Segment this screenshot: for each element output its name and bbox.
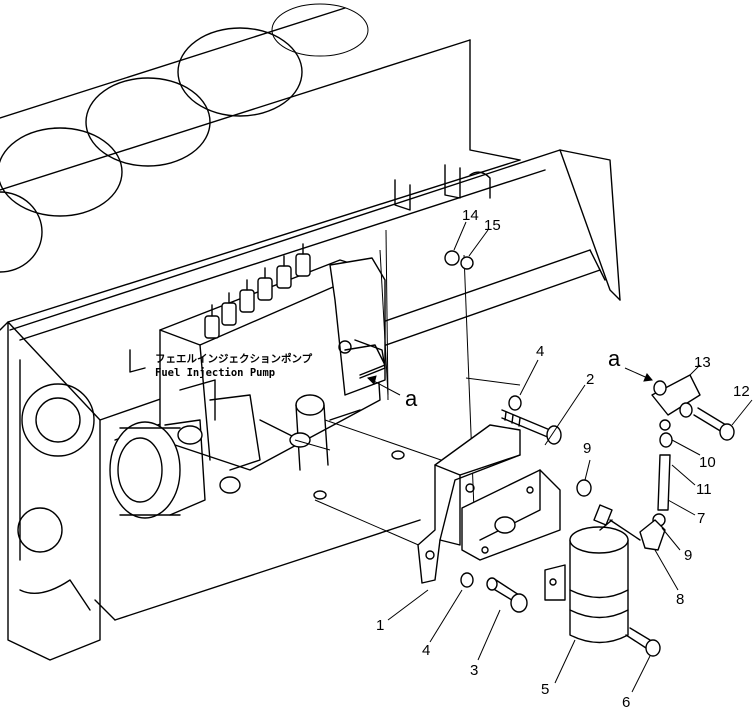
- delivery-valve-holders: [204, 243, 311, 339]
- nut-part-14: [444, 250, 460, 266]
- callout-3: 3: [470, 662, 478, 679]
- callout-10: 10: [699, 454, 716, 471]
- bracket-part-1: [417, 424, 521, 584]
- solenoid-part-5: [544, 504, 629, 644]
- washer-upper: [508, 395, 522, 411]
- callout-6: 6: [622, 694, 630, 711]
- reference-mark-pump: a: [405, 386, 418, 411]
- mounting-plate: [461, 469, 561, 561]
- callout-1: 1: [376, 617, 384, 634]
- washer-lower: [460, 572, 474, 588]
- fuel-injection-pump: [109, 243, 386, 519]
- callout-8: 8: [676, 591, 684, 608]
- reference-marks: a a: [405, 346, 621, 411]
- drive-coupling: [109, 419, 206, 519]
- hardware: [444, 250, 735, 657]
- callout-9-upper: 9: [583, 440, 591, 457]
- bolt-part-2: [501, 409, 551, 439]
- callout-5: 5: [541, 681, 549, 698]
- callout-11: 11: [696, 481, 712, 498]
- eye-joint-part-13: [651, 374, 701, 416]
- washer-part-15: [460, 256, 474, 270]
- bolt-part-12: [693, 407, 727, 433]
- callout-leaders: [367, 221, 753, 693]
- reference-mark-eye-joint: a: [608, 346, 621, 371]
- callout-numbers: 1 2 3 4 4 5 6 7 8 9 9 10 11 12 13 14 15: [376, 207, 750, 711]
- callout-9-lower: 9: [684, 547, 692, 564]
- callout-13: 13: [694, 354, 711, 371]
- pipe-part-7: [657, 454, 671, 511]
- nut-part-11: [659, 432, 673, 448]
- pump-label-japanese: フェエルインジェクションポンプ: [155, 352, 313, 365]
- callout-15: 15: [484, 217, 501, 234]
- nut-part-9-upper: [576, 479, 592, 497]
- callout-7: 7: [697, 510, 705, 527]
- callout-2: 2: [586, 371, 594, 388]
- callout-12: 12: [733, 383, 750, 400]
- elbow-part-8: [639, 519, 666, 551]
- pump-label-english: Fuel Injection Pump: [155, 367, 275, 379]
- bolt-part-6: [625, 627, 651, 649]
- callout-14: 14: [462, 207, 479, 224]
- pump-label: フェエルインジェクションポンプ Fuel Injection Pump: [155, 352, 313, 379]
- callout-4-upper: 4: [536, 343, 544, 360]
- callout-4-lower: 4: [422, 642, 430, 659]
